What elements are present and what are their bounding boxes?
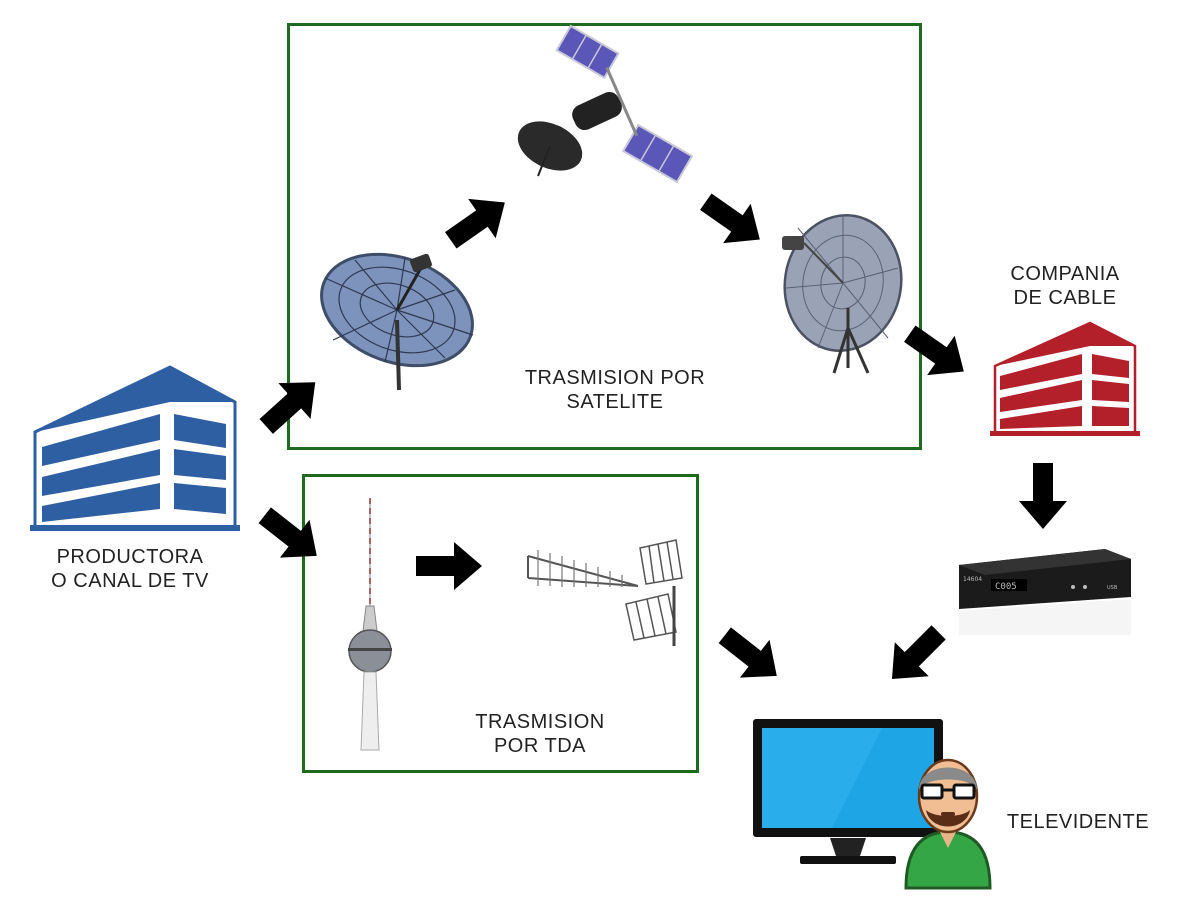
arrow-uplink-dish-to-satellite: [437, 182, 519, 261]
tda-transmission-group: [302, 474, 699, 773]
satellite-icon: [517, 24, 694, 184]
satellite-group-label: TRASMISION POR SATELITE: [524, 367, 706, 413]
producer-label: PRODUCTORA O CANAL DE TV: [51, 546, 209, 592]
viewer-label: TELEVIDENTE: [1006, 811, 1150, 833]
decoder-box-icon: C005 14604 USB: [959, 549, 1131, 635]
decoder-screen-text: C005: [995, 582, 1017, 592]
arrow-tv-tower-to-antenna: [416, 542, 482, 590]
tv-tower-icon: [348, 498, 392, 751]
arrow-decoder-to-television: [874, 615, 956, 697]
tda-group-label: TRASMISION POR TDA: [475, 711, 605, 757]
tv-antenna-icon: [527, 539, 683, 646]
arrow-downlink-dish-to-cable-company: [896, 313, 978, 392]
cable-company-building-icon: [990, 321, 1140, 436]
uplink-satellite-dish-icon: [320, 252, 474, 391]
decoder-model-text: 14604: [963, 576, 982, 583]
decoder-usb-text: USB: [1107, 585, 1118, 591]
arrow-satellite-to-downlink-dish: [692, 181, 774, 260]
arrow-antenna-to-television: [710, 616, 792, 695]
arrow-cable-company-to-decoder: [1019, 463, 1067, 529]
television-icon: [753, 719, 943, 864]
cable-company-label: COMPANIA DE CABLE: [1010, 263, 1120, 309]
satellite-transmission-group: [287, 23, 922, 450]
producer-building-icon: [30, 365, 240, 531]
downlink-satellite-dish-icon: [782, 214, 903, 374]
arrow-producer-to-tv-tower: [250, 496, 332, 575]
arrow-producer-to-uplink-dish: [250, 364, 332, 445]
viewer-person-icon: [904, 758, 992, 890]
